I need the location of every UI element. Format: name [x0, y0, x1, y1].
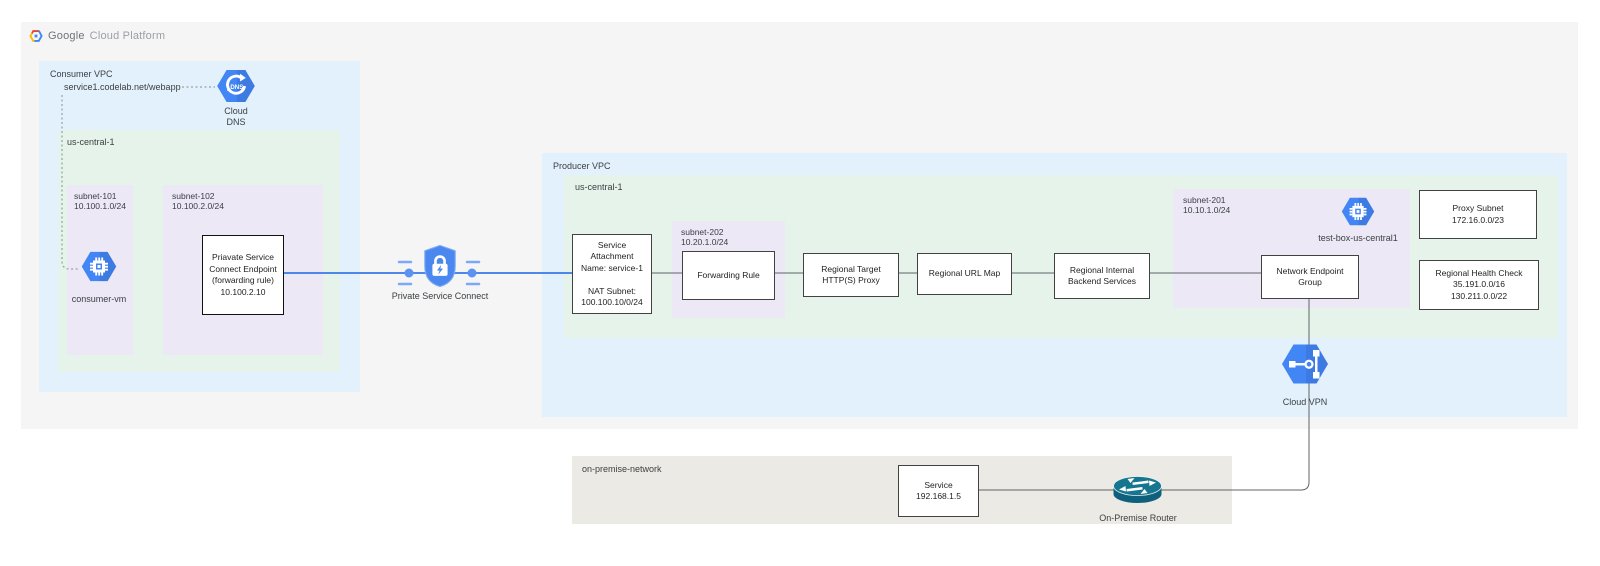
cloud-dns-label-line2: DNS: [226, 116, 246, 127]
test-box-label: test-box-us-central1: [1318, 233, 1398, 243]
psc-dot-right: [467, 268, 477, 278]
psc-dot-left: [404, 268, 414, 278]
producer-vpc-label: Producer VPC: [553, 161, 611, 171]
consumer-vpc-label: Consumer VPC: [50, 69, 113, 79]
subnet-101-cidr: 10.100.1.0/24: [74, 201, 126, 211]
consumer-vm-icon: [80, 250, 118, 288]
cloud-dns-icon: DNS: [215, 68, 257, 109]
cloud-vpn-label: Cloud VPN: [1282, 397, 1328, 407]
gcp-brand: Google Cloud Platform: [29, 29, 165, 43]
test-box-vm-icon: [1340, 196, 1376, 232]
cloud-dns-label-line1: Cloud: [224, 106, 248, 116]
on-premise-network-label: on-premise-network: [582, 464, 662, 474]
vpn-tunnel-line: [977, 297, 1310, 491]
cloud-dns-label: Cloud DNS: [206, 106, 266, 127]
subnet-201-cidr: 10.10.1.0/24: [1183, 205, 1231, 215]
private-service-connect-label: Private Service Connect: [391, 291, 489, 301]
subnet-102-label: subnet-102 10.100.2.0/24: [172, 191, 224, 211]
regional-url-map-label: Regional URL Map: [928, 268, 1001, 279]
brand-google-text: Google: [48, 30, 85, 42]
on-premise-router-label: On-Premise Router: [1099, 513, 1177, 523]
private-service-connect-icon: [421, 244, 459, 293]
subnet-202-name: subnet-202: [681, 227, 724, 237]
subnet-201-label: subnet-201 10.10.1.0/24: [1183, 195, 1230, 215]
forwarding-rule-box: Forwarding Rule: [682, 251, 775, 300]
subnet-202-label: subnet-202 10.20.1.0/24: [681, 227, 728, 247]
subnet-202-cidr: 10.20.1.0/24: [681, 237, 729, 247]
subnet-101-name: subnet-101: [74, 191, 117, 201]
on-premise-router-icon: [1112, 474, 1163, 512]
subnet-102-cidr: 10.100.2.0/24: [172, 201, 224, 211]
consumer-region-label: us-central-1: [67, 137, 115, 147]
forwarding-rule-label: Forwarding Rule: [697, 269, 760, 280]
brand-cloud-platform-text: Cloud Platform: [89, 30, 166, 42]
subnet-101-label: subnet-101 10.100.1.0/24: [74, 191, 126, 211]
subnet-102-name: subnet-102: [172, 191, 215, 201]
svg-text:DNS: DNS: [230, 84, 243, 91]
regional-url-map-box: Regional URL Map: [917, 253, 1012, 295]
google-cloud-logo-icon: [29, 30, 43, 42]
cloud-vpn-icon: [1280, 342, 1330, 391]
subnet-201-name: subnet-201: [1183, 195, 1226, 205]
psc-speed-dashes: [397, 260, 481, 286]
producer-region-label: us-central-1: [575, 182, 623, 192]
consumer-vm-label: consumer-vm: [71, 294, 127, 304]
dns-record-text: service1.codelab.net/webapp: [64, 82, 181, 92]
dns-to-vm-dotted-line: [61, 95, 79, 270]
